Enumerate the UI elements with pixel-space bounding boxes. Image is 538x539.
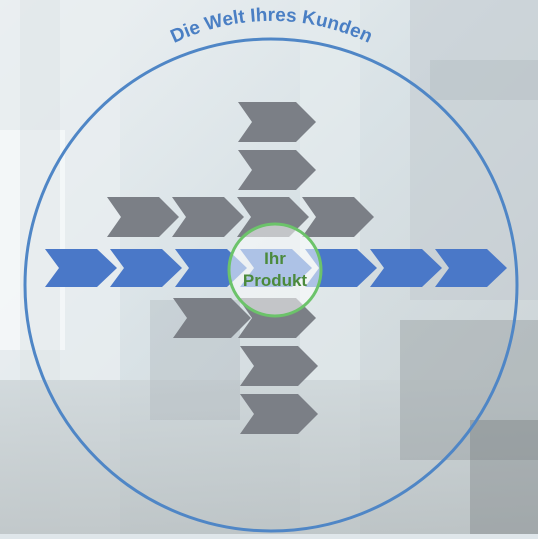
product-label-line1: Ihr: [264, 249, 286, 268]
product-ring: [229, 224, 321, 316]
product-center: Ihr Produkt: [229, 224, 321, 316]
product-label-line2: Produkt: [243, 271, 308, 290]
